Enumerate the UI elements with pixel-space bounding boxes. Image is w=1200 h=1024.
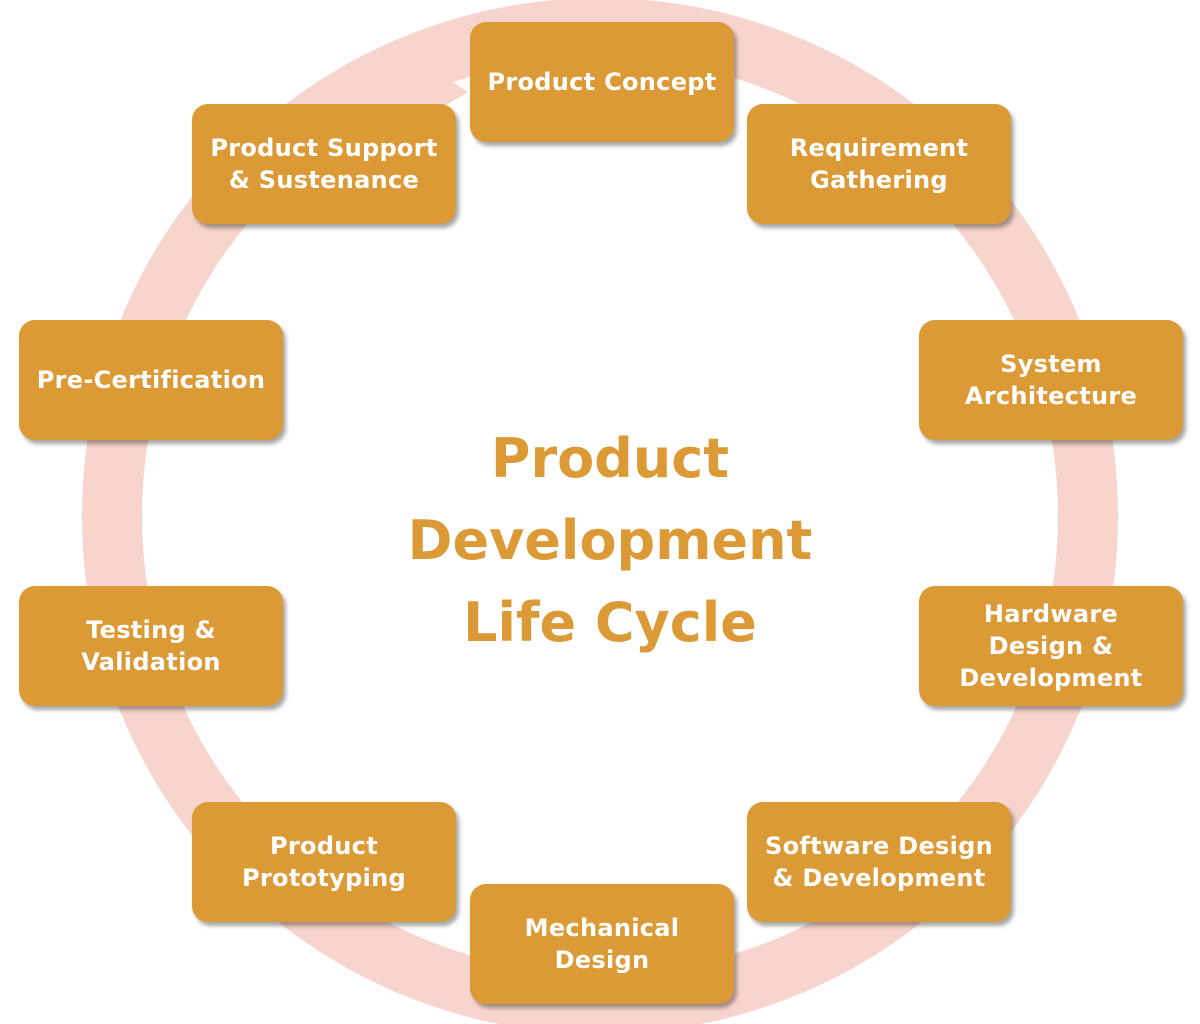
stage-product-concept: Product Concept	[470, 22, 734, 142]
stage-pre-certification: Pre-Certification	[19, 320, 283, 440]
stage-system-architecture: System Architecture	[919, 320, 1183, 440]
stage-label: Testing & Validation	[81, 616, 221, 676]
stage-label: Mechanical Design	[524, 914, 680, 974]
diagram-title: Product Development Life Cycle	[407, 427, 813, 654]
stage-label: Hardware Design & Development	[959, 600, 1143, 692]
stage-label: Product Concept	[487, 68, 717, 96]
stage-label: Product Prototyping	[242, 832, 406, 892]
stage-product-prototyping: Product Prototyping	[192, 802, 456, 922]
stage-label: System Architecture	[964, 350, 1138, 410]
stage-software-design: Software Design & Development	[747, 802, 1011, 922]
stage-label: Software Design & Development	[765, 832, 993, 892]
stage-label: Product Support & Sustenance	[210, 134, 438, 194]
stage-label: Pre-Certification	[36, 366, 266, 394]
stage-requirement-gathering: Requirement Gathering	[747, 104, 1011, 224]
stage-mechanical-design: Mechanical Design	[470, 884, 734, 1004]
stage-label: Requirement Gathering	[789, 134, 969, 194]
stage-testing-validation: Testing & Validation	[19, 586, 283, 706]
stage-hardware-design: Hardware Design & Development	[919, 586, 1183, 706]
stage-product-support: Product Support & Sustenance	[192, 104, 456, 224]
